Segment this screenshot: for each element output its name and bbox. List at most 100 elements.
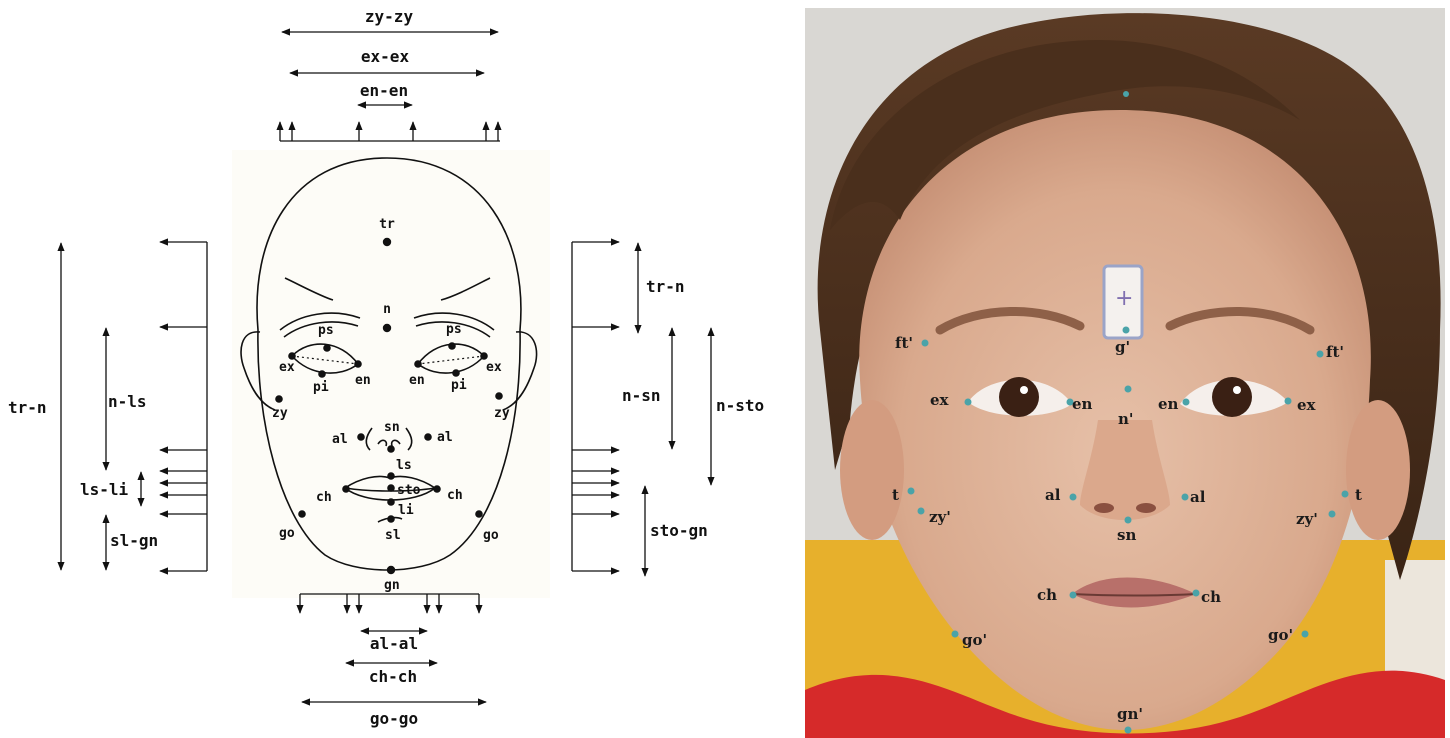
plabel-g: g': [1115, 338, 1130, 356]
dot-go-right: [475, 510, 483, 518]
ear-right: [1346, 400, 1410, 540]
plabel-ex-left: ex: [930, 391, 950, 409]
dot-al-left: [357, 433, 365, 441]
dot-al-right: [424, 433, 432, 441]
label-zy-zy: zy-zy: [365, 7, 414, 26]
pdot-ch-right: [1193, 590, 1200, 597]
label-ls: ls: [396, 458, 412, 473]
pdot-zy-right: [1329, 511, 1336, 518]
dot-ps-left: [323, 344, 331, 352]
plabel-ch-left: ch: [1037, 586, 1057, 604]
dot-ex-right: [480, 352, 488, 360]
plabel-go-left: go': [962, 631, 987, 649]
plabel-zy-left: zy': [929, 508, 951, 526]
dot-sto: [387, 484, 395, 492]
label-sn: sn: [384, 420, 400, 435]
label-ch-left: ch: [316, 490, 332, 505]
label-n-sn: n-sn: [622, 386, 661, 405]
label-go-left: go: [279, 526, 295, 541]
pdot-ft-right: [1317, 351, 1324, 358]
pdot-go-right: [1302, 631, 1309, 638]
dot-en-left: [354, 360, 362, 368]
label-tr: tr: [379, 217, 395, 232]
plabel-en-right: en: [1158, 395, 1179, 413]
sticker-mark: +: [1115, 286, 1133, 311]
eye-glint-left: [1020, 386, 1028, 394]
pdot-al-left: [1070, 494, 1077, 501]
pdot-go-left: [952, 631, 959, 638]
label-sl-gn: sl-gn: [110, 531, 158, 550]
dot-zy-left: [275, 395, 283, 403]
top-measurements: zy-zy ex-ex en-en: [280, 7, 500, 141]
plabel-en-left: en: [1072, 395, 1093, 413]
eye-glint-right: [1233, 386, 1241, 394]
label-ch-right: ch: [447, 488, 463, 503]
label-li: li: [398, 503, 414, 518]
plabel-sn: sn: [1117, 526, 1136, 544]
label-sto-gn: sto-gn: [650, 521, 708, 540]
ear-left: [840, 400, 904, 540]
plabel-t-left: t: [892, 486, 899, 504]
plabel-ex-right: ex: [1297, 396, 1317, 414]
plabel-n: n': [1118, 410, 1134, 428]
pdot-t-right: [1342, 491, 1349, 498]
label-ex-left: ex: [279, 360, 295, 375]
pdot-ex-right: [1285, 398, 1292, 405]
label-ls-li: ls-li: [80, 480, 129, 499]
label-ch-ch: ch-ch: [369, 667, 417, 686]
dot-go-left: [298, 510, 306, 518]
label-ps-left: ps: [318, 323, 334, 338]
label-sl: sl: [385, 528, 401, 543]
plabel-t-right: t: [1355, 486, 1362, 504]
left-measurements: tr-n n-ls ls-li sl-gn: [8, 242, 207, 571]
pdot-al-right: [1182, 494, 1189, 501]
label-ex-right: ex: [486, 360, 502, 375]
dot-sl: [387, 515, 395, 523]
label-gn: gn: [384, 578, 400, 593]
nostril-right: [1136, 503, 1156, 513]
dot-zy-right: [495, 392, 503, 400]
pdot-ex-left: [965, 399, 972, 406]
pdot-n: [1125, 386, 1132, 393]
label-al-al: al-al: [370, 634, 418, 653]
dot-pi-right: [452, 369, 460, 377]
pdot-top: [1123, 91, 1129, 97]
pdot-gn: [1125, 727, 1132, 734]
dot-sn: [387, 445, 395, 453]
right-measurements: tr-n n-sn n-sto sto-gn: [572, 242, 764, 576]
pdot-en-right: [1183, 399, 1190, 406]
pdot-zy-left: [918, 508, 925, 515]
dot-ch-right: [433, 485, 441, 493]
label-pi-left: pi: [313, 380, 329, 395]
label-al-right: al: [437, 430, 453, 445]
iris-right: [1212, 377, 1252, 417]
dot-n: [383, 324, 391, 332]
label-n: n: [383, 302, 391, 317]
pdot-g: [1123, 327, 1130, 334]
pdot-ft-left: [922, 340, 929, 347]
plabel-go-right: go': [1268, 626, 1293, 644]
label-ps-right: ps: [446, 322, 462, 337]
plabel-gn: gn': [1117, 705, 1143, 723]
dot-li: [387, 498, 395, 506]
dot-en-right: [414, 360, 422, 368]
dot-gn: [387, 566, 395, 574]
plabel-ch-right: ch: [1201, 588, 1221, 606]
label-pi-right: pi: [451, 378, 467, 393]
label-left-tr-n: tr-n: [8, 398, 47, 417]
plabel-al-right: al: [1190, 488, 1206, 506]
plabel-ft-left: ft': [895, 334, 913, 352]
label-ex-ex: ex-ex: [361, 47, 410, 66]
pdot-t-left: [908, 488, 915, 495]
plabel-zy-right: zy': [1296, 510, 1318, 528]
label-n-ls: n-ls: [108, 392, 147, 411]
plabel-ft-right: ft': [1326, 343, 1344, 361]
plabel-al-left: al: [1045, 486, 1061, 504]
label-al-left: al: [332, 432, 348, 447]
dot-ch-left: [342, 485, 350, 493]
label-zy-right: zy: [494, 406, 510, 421]
label-en-left: en: [355, 373, 371, 388]
dot-ls: [387, 472, 395, 480]
iris-left: [999, 377, 1039, 417]
